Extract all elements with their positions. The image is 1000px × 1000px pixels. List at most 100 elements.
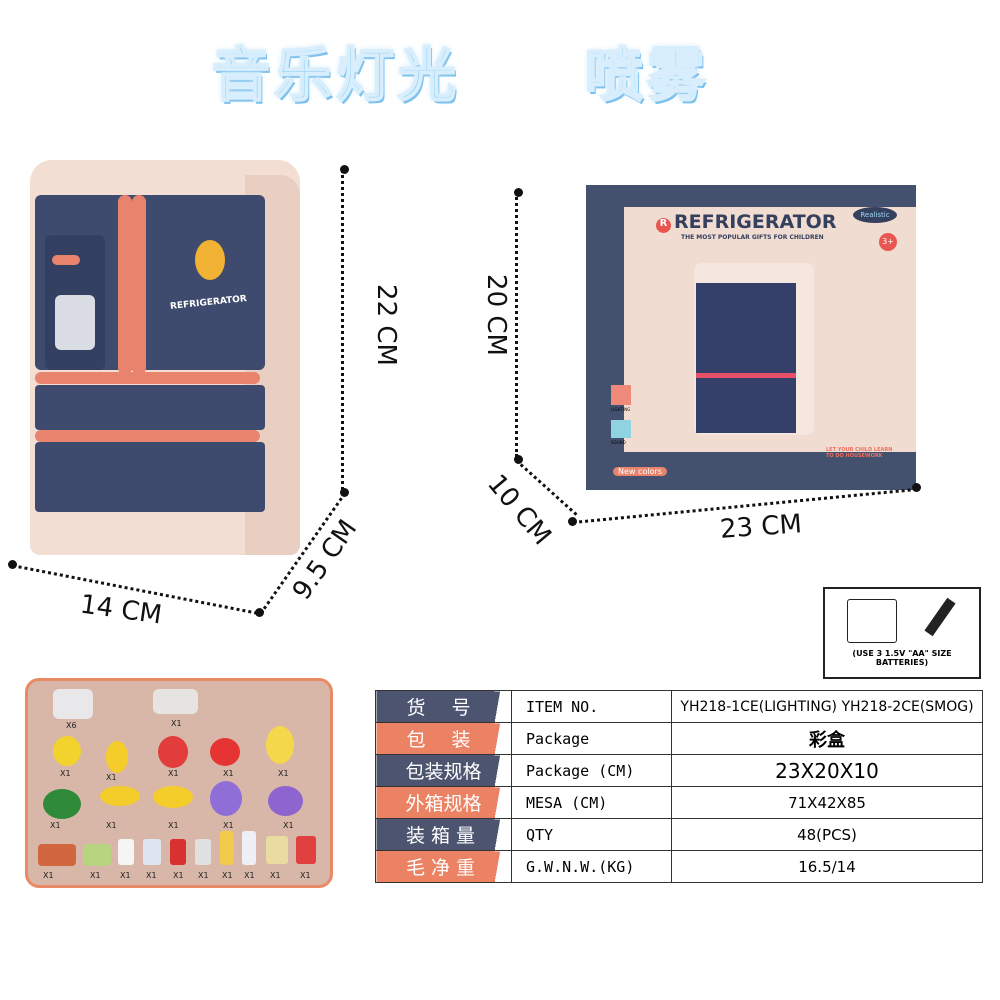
qty-label: X1 [198,871,209,880]
milk-bottle-icon [242,831,256,865]
dim-dot [568,517,577,526]
eggplant-icon [268,786,303,816]
qty-label: X1 [168,769,179,778]
row-header: 货 号 [375,690,512,723]
fridge-bar [35,372,260,384]
qty-label: X1 [90,871,101,880]
new-colors-label: New colors [613,467,667,476]
corn-icon [106,741,128,773]
battery-compartment-icon [847,599,897,643]
qty-label: X1 [222,871,233,880]
package-box: R REFRIGERATOR THE MOST POPULAR GIFTS FO… [586,185,916,490]
row-header: 装箱量 [375,818,512,851]
lemon-icon [53,736,81,766]
box-fridge-doors [696,283,796,373]
soda-can-icon [170,839,186,865]
lighting-icon [611,385,631,405]
pear-icon [266,726,294,764]
dim-dot [8,560,17,569]
row-header: 包装规格 [375,754,512,787]
cup-noodle-icon [83,844,111,866]
fridge-drawer-2 [35,442,265,512]
row-label: Package [511,722,672,755]
qty-label: X6 [66,721,77,730]
dim-product-width: 14 CM [78,589,164,631]
qty-label: X1 [173,871,184,880]
screwdriver-icon [924,597,956,637]
cup [55,295,95,350]
qty-label: X1 [270,871,281,880]
dim-line [341,170,344,490]
realistic-badge: Realistic [853,207,897,223]
row-value: 48(PCS) [671,818,983,851]
door-handle-right [132,195,146,375]
door-handle-left [118,195,132,375]
battery-instructions: (USE 3 1.5V "AA" SIZE BATTERIES) [823,587,981,679]
qty-label: X1 [146,871,157,880]
tomato-icon [210,738,240,766]
dim-dot [255,608,264,617]
qty-label: X1 [50,821,61,830]
soda-cup-icon [296,836,316,864]
fridge-drawer-1 [35,385,265,430]
pineapple-sticker-icon [195,240,225,280]
qty-label: X1 [283,821,294,830]
qty-label: X1 [43,871,54,880]
box-title: REFRIGERATOR [674,211,837,233]
row-value: YH218-1CE(LIGHTING) YH218-2CE(SMOG) [671,690,983,723]
feature-sound: SOUND [611,440,626,445]
ice-cubes-icon [53,689,93,719]
milk-icon [143,839,161,865]
row-value: 71X42X85 [671,786,983,819]
juice-bottle-icon [220,831,234,865]
corn-icon [153,786,193,808]
title-music-light: 音乐灯光 [211,40,461,110]
banana-icon [100,786,140,806]
box-slogan: LET YOUR CHILD LEARN TO DO HOUSEWORK [826,447,893,459]
fridge-bar [35,430,260,442]
sound-icon [611,420,631,438]
qty-label: X1 [120,871,131,880]
qty-label: X1 [278,769,289,778]
qty-label: X1 [244,871,255,880]
qty-label: X1 [300,871,311,880]
row-value: 23X20X10 [671,754,983,787]
dim-box-width: 23 CM [719,509,803,545]
dim-product-height: 22 CM [370,284,401,366]
pepper-icon [43,789,81,819]
dim-dot [912,483,921,492]
age-badge: 3+ [879,233,897,251]
grapes-icon [210,781,242,816]
dim-box-depth: 10 CM [481,468,557,552]
cake-icon [153,689,198,714]
accessories-panel: X6 X1 X1 X1 X1 X1 X1 X1 X1 X1 X1 X1 X1 X… [25,678,333,888]
drink-can-icon [195,839,211,865]
row-header: 外箱规格 [375,786,512,819]
food-can-icon [38,844,76,866]
box-fridge-drawers [696,373,796,433]
row-header: 毛净重 [375,850,512,883]
dim-line [515,192,518,457]
dim-box-height: 20 CM [480,274,511,356]
row-label: QTY [511,818,672,851]
qty-label: X1 [106,773,117,782]
row-label: ITEM NO. [511,690,672,723]
battery-note: (USE 3 1.5V "AA" SIZE BATTERIES) [852,649,952,667]
row-label: MESA (CM) [511,786,672,819]
r-circle-icon: R [656,218,671,233]
dispenser-lever [52,255,80,265]
qty-label: X1 [223,821,234,830]
dim-dot [514,455,523,464]
qty-label: X1 [171,719,182,728]
strawberry-icon [158,736,188,768]
qty-label: X1 [60,769,71,778]
row-value: 彩盒 [671,722,983,755]
row-header: 包 装 [375,722,512,755]
cup-icon [266,836,288,864]
